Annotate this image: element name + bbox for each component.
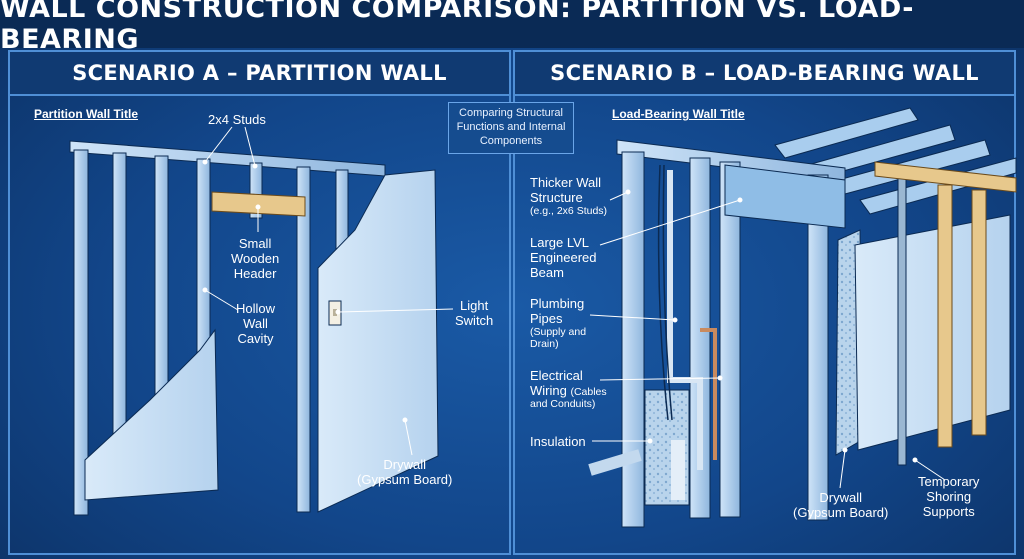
label-header-line-1: Small [238,236,272,251]
label-thicker-note: (e.g., 2x6 Studs) [530,205,608,217]
label-hollow-wall-cavity: Hollow Wall Cavity [236,301,275,346]
label-drywall-a: Drywall (Gypsum Board) [357,457,452,487]
comparison-note-line-2: Functions and Internal [456,121,566,133]
label-cavity-line-3: Cavity [237,331,274,346]
label-drywall-a-line-1: Drywall [383,457,426,472]
label-shoring-line-2: Shoring [926,489,972,504]
stud-b2 [689,157,711,519]
label-drywall-b-line-1: Drywall [819,490,862,505]
label-temporary-shoring: Temporary Shoring Supports [918,474,979,519]
shoring-timber-2 [971,189,987,436]
label-plumbing-pipes: Plumbing Pipes (Supply and Drain) [530,296,586,350]
stud-b1 [621,151,645,528]
comparison-note: Comparing Structural Functions and Inter… [448,102,574,154]
label-switch-line-1: Light [460,298,489,313]
load-bearing-drywall [854,214,1011,451]
partition-wall-subtitle: Partition Wall Title [34,107,139,121]
label-thicker-line-2: Structure [530,190,583,205]
label-lvl-beam: Large LVL Engineered Beam [530,235,597,280]
label-beam-line-3: Beam [530,265,564,280]
label-2x4-studs: 2x4 Studs [208,112,266,127]
panel-scenario-b: SCENARIO B – LOAD-BEARING WALL [513,50,1016,555]
label-plumbing-note-2: Drain) [530,338,559,350]
label-cavity-line-2: Wall [243,316,268,331]
label-small-wooden-header: Small Wooden Header [231,236,279,281]
scenario-a-heading: SCENARIO A – PARTITION WALL [10,52,509,96]
label-thicker-wall: Thicker Wall Structure (e.g., 2x6 Studs) [530,175,607,217]
shoring-timber-1 [937,184,953,448]
label-wiring-line-2: Wiring [530,383,567,398]
label-light-switch: Light Switch [455,298,493,328]
main-title: WALL CONSTRUCTION COMPARISON: PARTITION … [0,0,914,55]
label-thicker-line-1: Thicker Wall [530,175,602,190]
partition-drywall-left [84,328,219,501]
label-electrical-wiring: Electrical Wiring (Cables and Conduits) [530,368,607,410]
label-beam-line-2: Engineered [530,250,597,265]
shoring-post [897,174,907,466]
stud-a1 [73,149,89,516]
stud-b3 [719,161,741,518]
label-wiring-note-1: (Cables [570,386,607,398]
label-wiring-line-1: Electrical [530,368,583,383]
comparison-note-line-1: Comparing Structural [459,107,563,119]
label-header-line-3: Header [233,266,277,281]
label-drywall-b-line-2: (Gypsum Board) [793,505,889,520]
label-shoring-line-1: Temporary [918,474,980,489]
partition-drywall-right [317,169,439,513]
label-beam-line-1: Large LVL [530,235,590,250]
label-wiring-note-2: and Conduits) [530,398,596,410]
stud-a6 [296,166,311,513]
title-bar: WALL CONSTRUCTION COMPARISON: PARTITION … [0,0,1024,55]
scenario-b-leaders [589,189,946,489]
label-plumbing-line-2: Pipes [530,311,563,326]
label-shoring-line-3: Supports [922,504,975,519]
lvl-engineered-beam [724,164,846,229]
load-bearing-wall-subtitle: Load-Bearing Wall Title [612,107,745,121]
stud-a7 [335,169,349,251]
stud-b4 [807,174,829,521]
small-wooden-header [211,191,306,217]
scenario-b-heading: SCENARIO B – LOAD-BEARING WALL [515,52,1014,96]
panel-scenario-a: SCENARIO A – PARTITION WALL [8,50,511,555]
load-bearing-wall-frame [588,107,1017,528]
label-drywall-a-line-2: (Gypsum Board) [357,472,453,487]
label-drywall-b: Drywall (Gypsum Board) [793,490,888,520]
label-switch-line-2: Switch [455,313,494,328]
comparison-note-line-3: Components [479,135,543,147]
label-insulation: Insulation [530,434,586,449]
label-header-line-2: Wooden [231,251,280,266]
label-plumbing-note-1: (Supply and [530,326,587,338]
label-cavity-line-1: Hollow [236,301,276,316]
label-plumbing-line-1: Plumbing [530,296,585,311]
partition-wall-frame [69,140,439,516]
scenario-a-leaders [202,126,454,456]
